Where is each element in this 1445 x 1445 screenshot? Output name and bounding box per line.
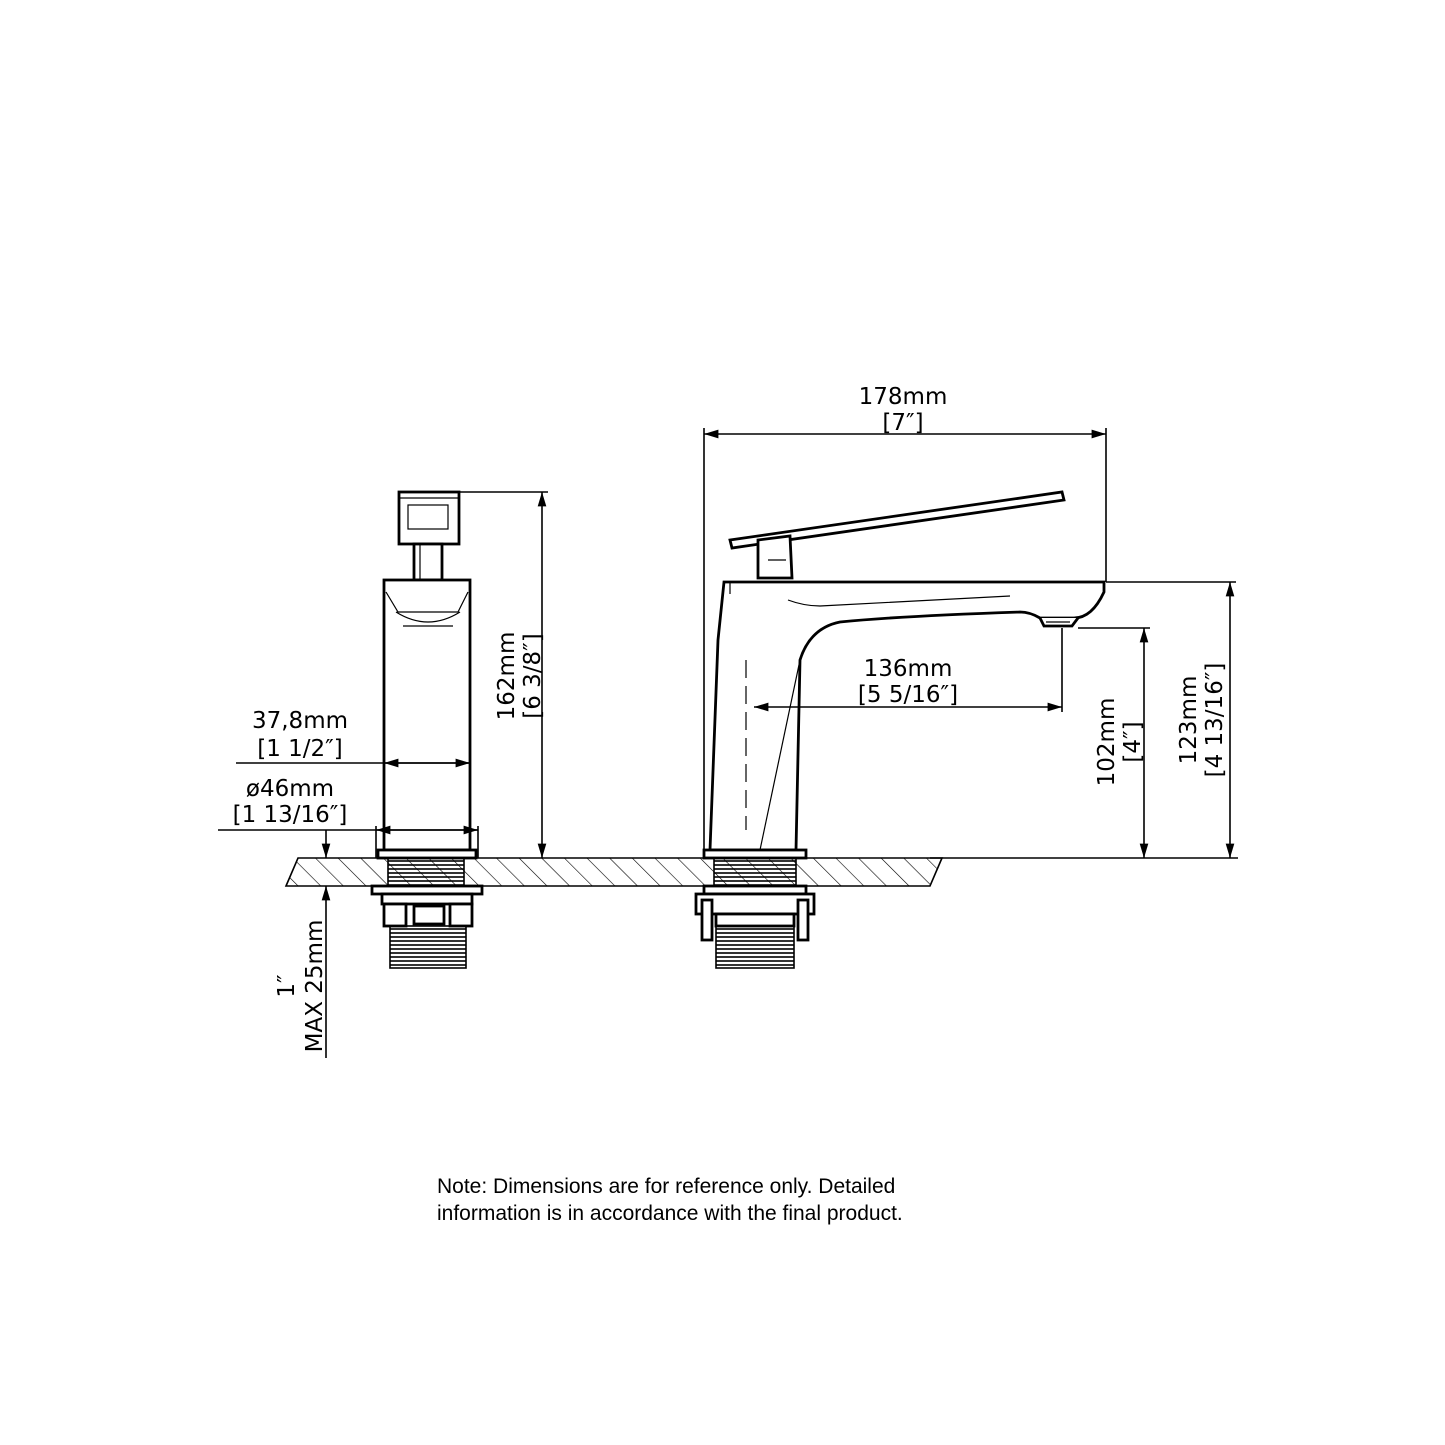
note-line-1: Note: Dimensions are for reference only.… bbox=[437, 1175, 896, 1198]
spout-height-in-label: [4″] bbox=[1120, 721, 1146, 762]
outlet-height-mm-label: 123mm bbox=[1176, 676, 1202, 765]
base-dia-in-label: [1 13/16″] bbox=[233, 802, 348, 828]
side-view-faucet bbox=[370, 490, 484, 969]
side-view-dimension-lines bbox=[218, 491, 548, 1058]
deck-thickness-mm-label: MAX 25mm bbox=[302, 920, 328, 1053]
front-view-faucet bbox=[694, 490, 1106, 969]
reach-in-label: [5 5/16″] bbox=[858, 682, 958, 708]
height-mm-label: 162mm bbox=[494, 632, 520, 721]
width-in-label: [7″] bbox=[882, 410, 923, 436]
reach-mm-label: 136mm bbox=[864, 656, 953, 682]
deck-thickness-in-label: 1″ bbox=[274, 974, 300, 998]
body-width-in-label: [1 1/2″] bbox=[257, 736, 343, 762]
width-mm-label: 178mm bbox=[859, 384, 948, 410]
outlet-height-in-label: [4 13/16″] bbox=[1202, 663, 1228, 778]
body-width-mm-label: 37,8mm bbox=[252, 708, 348, 734]
spout-height-mm-label: 102mm bbox=[1094, 698, 1120, 787]
dimension-labels: 178mm [7″] 136mm [5 5/16″] 37,8mm [1 1/2… bbox=[233, 384, 1228, 1052]
front-view-dimension-lines bbox=[703, 428, 1238, 859]
reference-note: Note: Dimensions are for reference only.… bbox=[437, 1173, 1057, 1227]
countertop-section bbox=[284, 857, 944, 887]
base-dia-mm-label: ø46mm bbox=[246, 776, 334, 802]
note-line-2: information is in accordance with the fi… bbox=[437, 1202, 903, 1225]
height-in-label: [6 3/8″] bbox=[520, 633, 546, 719]
